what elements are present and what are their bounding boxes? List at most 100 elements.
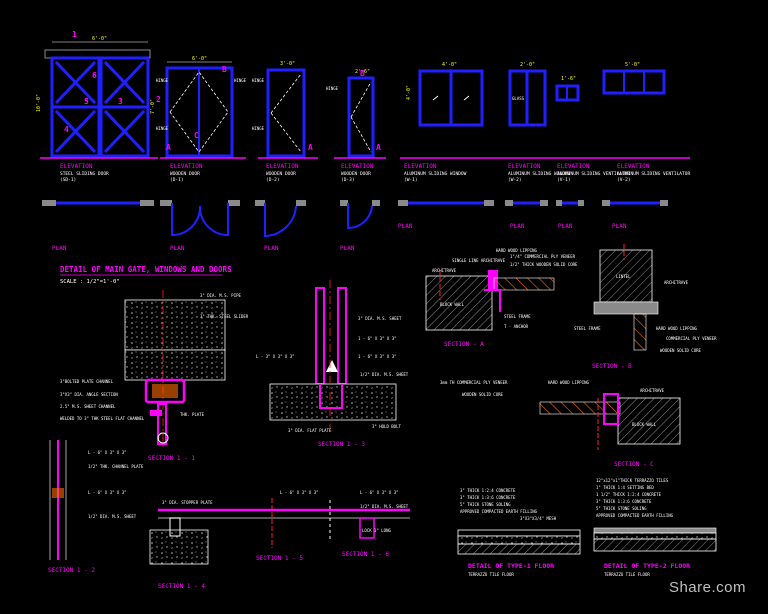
hinge-label: HINGE — [156, 126, 169, 131]
tag-text: B — [222, 65, 227, 74]
note: 1/2" DIA. M.S. SHEET — [360, 372, 409, 377]
note: 5" THICK STONE SOLING — [596, 506, 647, 511]
note: 3" DIA. M.S. PIPE — [200, 293, 242, 298]
hinge-label: HINGE — [234, 78, 247, 83]
watermark: Share.com — [668, 579, 746, 596]
dim-text: 6'-0" — [192, 56, 207, 62]
section-1-3 — [269, 280, 397, 430]
note: ARCHITRAVE — [640, 388, 665, 393]
note: HARD WOOD LIPPING — [496, 248, 538, 253]
plan-label: PLAN — [170, 245, 185, 252]
elevation-label: ELEVATION — [508, 163, 541, 170]
note: 3mm TH COMMERCIAL PLY VENEER — [440, 380, 508, 385]
section-1-3-notes: 3" DIA. M.S. SHEET 1 - 6" X 3" X 3" 1 - … — [256, 316, 409, 448]
dim-text: 7'-0" — [150, 99, 156, 114]
note: 1"/4" COMMERCIAL PLY VENEER — [510, 254, 576, 259]
note: 3"BOLTED PLATE CHANNEL — [60, 379, 114, 384]
note: 3" THICK 1:3:6 CONCRETE — [460, 495, 516, 500]
section-1-1 — [124, 290, 226, 450]
note: 5" THICK STONE SOLING — [460, 502, 511, 507]
note: 1 - 6" X 3" X 3" — [358, 336, 397, 341]
section-title: SECTION 1 - 2 — [48, 567, 95, 574]
elevation-dims: 6'-0" 6'-0" 3'-0" 2'-6" 4'-0" 2'-0" 1'-6… — [36, 36, 640, 114]
section-1-2-notes: L - 6" X 3" X 3" 1/2" THK. CHANNEL PLATE… — [48, 450, 144, 574]
note: 1" THICK 1:4 SETTING BED — [596, 485, 654, 490]
section-c — [539, 393, 681, 450]
elevation-label: ELEVATION — [60, 163, 93, 170]
elevation-label: ELEVATION — [170, 163, 203, 170]
section-1-4-5-6 — [149, 498, 410, 565]
sheet-title: DETAIL OF MAIN GATE, WINDOWS AND DOORS — [60, 265, 232, 274]
dim-text: 5'-0" — [625, 62, 640, 68]
section-1-2 — [49, 440, 67, 560]
hinge-label: HINGE — [326, 86, 339, 91]
dim-text: 2'-6" — [355, 69, 370, 75]
note: BLOCK WALL — [440, 302, 465, 307]
tag-text: C — [194, 131, 199, 140]
plan-label: PLAN — [52, 245, 67, 252]
note: HARD WOOD LIPPING — [548, 380, 590, 385]
tag-text: 1 — [72, 30, 77, 39]
note: L - 6" X 3" X 3" — [88, 450, 127, 455]
section-title: SECTION 1 - 5 — [256, 555, 303, 562]
elevation-sd1 — [40, 41, 158, 159]
floor-sub: TERRAZZO TILE FLOOR — [468, 572, 514, 577]
note: L - 6" X 3" X 3" — [280, 490, 319, 495]
section-title: SECTION - B — [592, 363, 632, 370]
note: STEEL FRAME — [574, 326, 601, 331]
section-b — [593, 244, 659, 351]
tag-text: 4 — [64, 125, 69, 134]
section-title: SECTION 1 - 3 — [318, 441, 365, 448]
floor-sub: TERRAZZO TILE FLOOR — [604, 572, 650, 577]
elevation-v1 — [555, 84, 580, 102]
note: COMMERCIAL PLY VENEER — [666, 336, 717, 341]
elevation-sub: (W-1) — [404, 177, 418, 183]
dim-text: 3'-0" — [280, 61, 295, 67]
elevation-sub: WOODEN DOOR — [266, 171, 296, 177]
elevation-w2 — [508, 69, 547, 127]
elevation-sub: (SD-1) — [60, 177, 76, 183]
floor-type-1 — [457, 529, 581, 555]
note: L - 6" X 3" X 3" — [360, 490, 399, 495]
tag-text: A — [376, 143, 381, 152]
floor-type-2-notes: 12"x12"x1"THICK TERRAZZO TILES 1" THICK … — [596, 478, 690, 577]
elevation-sub: ALUMINUM SLIDING WINDOW — [508, 171, 571, 177]
note: 1/2" THICK WOODEN SOLID CORE — [510, 262, 578, 267]
elevation-sub: ALUMINUM SLIDING VENTILATOR — [617, 171, 690, 177]
section-1-5-notes: 3" DIA. STOPPER PLATE L - 6" X 3" X 3" L… — [158, 490, 409, 590]
elevation-d2 — [258, 68, 318, 159]
note: 1 1/2" THICK 1:2:4 CONCRETE — [596, 492, 662, 497]
tag-text: 5 — [84, 97, 89, 106]
floor-type-1-notes: 3" THICK 1:2:4 CONCRETE 3" THICK 1:3:6 C… — [460, 488, 557, 577]
note: L - 6" X 3" X 3" — [88, 490, 127, 495]
tag-text: 2 — [156, 95, 161, 104]
floor-type-2 — [593, 527, 717, 552]
note: WOODEN SOLID CORE — [660, 348, 702, 353]
note: APPROVED COMPACTED EARTH FILLING — [460, 509, 538, 514]
elevation-sub: STEEL SLIDING DOOR — [60, 171, 109, 177]
section-title: SECTION 1 - 1 — [148, 455, 195, 462]
elevation-d1 — [160, 61, 246, 159]
note: 2.5" M.S. SHEET CHANNEL — [60, 404, 116, 409]
tag-text: 3 — [118, 97, 123, 106]
section-1-1-notes: 3" DIA. M.S. PIPE 3" THK. STEEL SLIDER 3… — [60, 293, 249, 462]
note: 3" THICK 1:2:4 CONCRETE — [460, 488, 516, 493]
section-c-notes: 3mm TH COMMERCIAL PLY VENEER HARD WOOD L… — [440, 380, 665, 468]
section-b-notes: LINTEL ARCHITRAVE HARD WOOD LIPPING STEE… — [574, 274, 717, 370]
note: 3" DIA. STOPPER PLATE — [162, 500, 213, 505]
note: LOCK 3" LONG — [362, 528, 391, 533]
dim-text: 4'-0" — [406, 85, 412, 100]
section-a-notes: SINGLE LINE ARCHITRAVE HARD WOOD LIPPING… — [432, 248, 578, 348]
elevation-label: ELEVATION — [341, 163, 374, 170]
elevation-v2 — [602, 69, 666, 95]
note: T - ANCHOR — [504, 324, 529, 329]
plan-label: PLAN — [264, 245, 279, 252]
note: 3"X3"X3/4" MESH — [520, 516, 557, 521]
floor-title: DETAIL OF TYPE-2 FLOOR — [604, 562, 690, 570]
plan-label: PLAN — [612, 223, 627, 230]
sheet-scale: SCALE : 1/2"=1'-0" — [60, 279, 120, 285]
elevation-label: ELEVATION — [404, 163, 437, 170]
elevations-row — [40, 41, 690, 159]
note: LINTEL — [616, 274, 631, 279]
dim-text: 6'-0" — [92, 36, 107, 42]
